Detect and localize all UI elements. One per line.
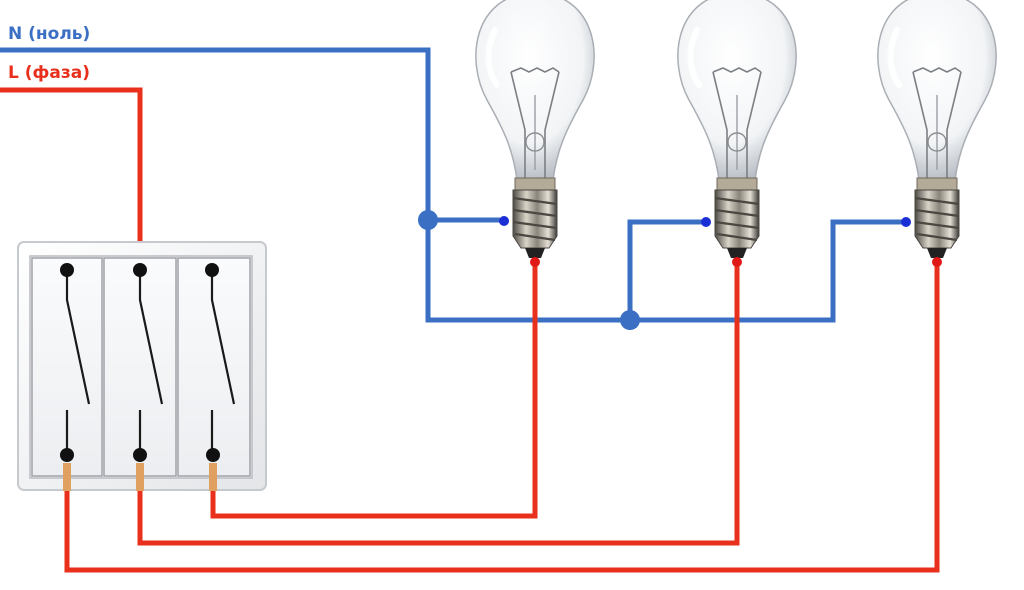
lamp-2-phase-terminal (732, 257, 742, 267)
phase-input-line (0, 87, 143, 248)
lamp-3-neutral-terminal (901, 217, 911, 227)
phase-line-lamp-3 (64, 262, 940, 573)
neutral-junction-2 (620, 310, 640, 330)
triple-switch (17, 241, 267, 491)
switch-contact-2 (138, 270, 164, 455)
lamp-3-phase-terminal (932, 257, 942, 267)
neutral-junction-1 (418, 210, 438, 230)
lamp-1-neutral-terminal (499, 216, 509, 226)
phase-wire-label: L (фаза) (8, 63, 90, 83)
switch-terminal-bottom-2 (133, 448, 147, 462)
switch-terminal-bottom-1 (60, 448, 74, 462)
phase-line-lamp-2 (137, 262, 740, 546)
lamp-1-phase-terminal (530, 257, 540, 267)
switch-terminal-top-3 (205, 263, 219, 277)
switch-terminal-top-1 (60, 263, 74, 277)
lamp-1 (476, 0, 594, 267)
lamp-2 (678, 0, 796, 267)
switch-terminal-top-2 (133, 263, 147, 277)
neutral-wire-label: N (ноль) (8, 24, 91, 44)
lamp-2-neutral-terminal (701, 217, 711, 227)
switch-key-3 (177, 257, 251, 477)
neutral-branch-lamp-2 (627, 219, 703, 320)
switch-contact-1 (65, 270, 91, 455)
switch-contact-3 (210, 270, 236, 455)
lamp-3 (878, 0, 996, 267)
switch-terminal-bottom-3 (206, 448, 220, 462)
